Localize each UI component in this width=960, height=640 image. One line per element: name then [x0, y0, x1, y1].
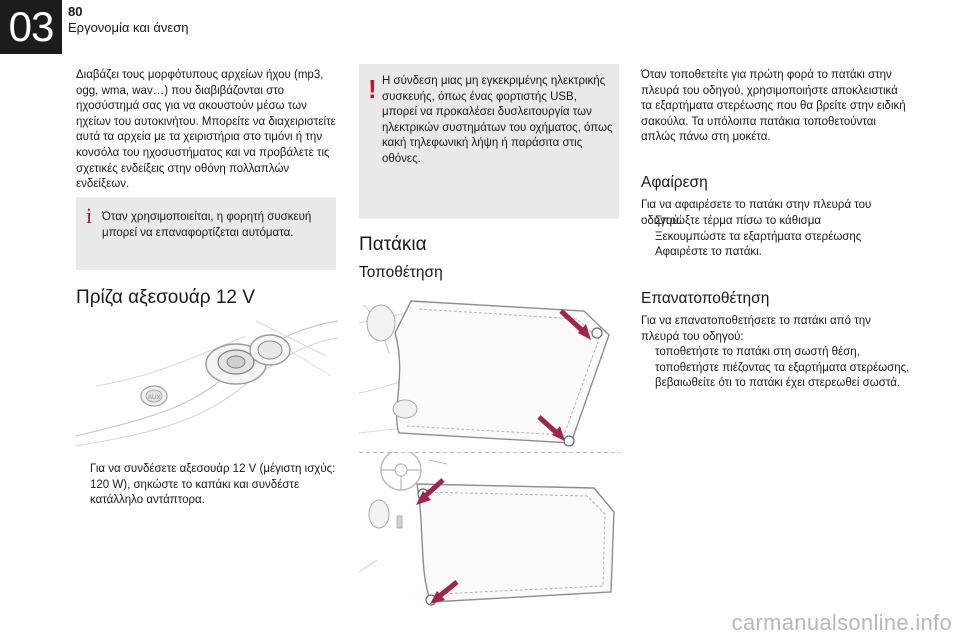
accessory-socket-illustration: AUX: [76, 316, 338, 450]
mats-intro-paragraph: Όταν τοποθετείτε για πρώτη φορά το πατάκ…: [641, 69, 906, 144]
list-item: Ξεκουμπώστε τα εξαρτήματα στερέωσης: [641, 230, 911, 246]
warning-icon: !: [368, 74, 377, 104]
removal-heading: Αφαίρεση: [641, 174, 708, 191]
refit-heading: Επανατοποθέτηση: [641, 290, 770, 307]
chapter-number: 03: [8, 3, 55, 50]
warning-text: Η σύνδεση μιας μη εγκεκριμένης ηλεκτρική…: [382, 75, 613, 165]
list-item: Για να συνδέσετε αξεσουάρ 12 V (μέγιστη …: [76, 462, 338, 509]
removal-step-text: Αφαιρέστε το πατάκι.: [655, 246, 762, 259]
bullet-arrow-icon: [641, 361, 655, 377]
list-item: βεβαιωθείτε ότι το πατάκι έχει στερεωθεί…: [641, 376, 919, 392]
aux-label: AUX: [148, 395, 160, 401]
warning-box: ! Η σύνδεση μιας μη εγκεκριμένης ηλεκτρι…: [359, 64, 619, 219]
bullet-arrow-icon: [641, 230, 655, 246]
refit-step-text: τοποθετήστε πιέζοντας τα εξαρτήματα στερ…: [655, 361, 910, 374]
fitting-subheading: Τοποθέτηση: [359, 264, 443, 281]
removal-intro: Για να αφαιρέσετε το πατάκι στην πλευρά …: [641, 199, 872, 227]
list-item: τοποθετήστε πιέζοντας τα εξαρτήματα στερ…: [641, 361, 919, 377]
usb-intro-paragraph: Διαβάζει τους μορφότυπους αρχείων ήχου (…: [76, 69, 336, 191]
info-note: Όταν χρησιμοποιείται, η φορητή συσκευή μ…: [102, 211, 312, 239]
refit-intro: Για να επανατοποθετήσετε το πατάκι από τ…: [641, 315, 871, 343]
refit-step-text: τοποθετήστε το πατάκι στη σωστή θέση,: [655, 346, 860, 358]
bullet-arrow-icon: [76, 462, 90, 509]
chapter-tab: 03: [0, 0, 62, 54]
refit-step-text: βεβαιωθείτε ότι το πατάκι έχει στερεωθεί…: [655, 377, 901, 390]
info-icon: i: [86, 203, 93, 228]
list-item: τοποθετήστε το πατάκι στη σωστή θέση,: [641, 345, 919, 361]
bullet-arrow-icon: [641, 345, 655, 361]
list-item: Αφαιρέστε το πατάκι.: [641, 245, 911, 261]
removal-steps: Σπρώξτε τέρμα πίσω το κάθισμα Ξεκουμπώστ…: [641, 214, 911, 261]
removal-step-text: Ξεκουμπώστε τα εξαρτήματα στερέωσης: [655, 230, 862, 243]
accessory-socket-heading: Πρίζα αξεσουάρ 12 V: [76, 287, 255, 308]
bullet-arrow-icon: [641, 214, 655, 230]
mat-fitting-illustration-upper: [359, 293, 620, 451]
refit-steps: τοποθετήστε το πατάκι στη σωστή θέση, το…: [641, 345, 919, 392]
socket-instruction-text: Για να συνδέσετε αξεσουάρ 12 V (μέγιστη …: [90, 463, 336, 507]
bullet-arrow-icon: [641, 376, 655, 392]
page-number: 80: [68, 4, 83, 19]
info-box: i Όταν χρησιμοποιείται, η φορητή συσκευή…: [76, 197, 336, 270]
bullet-arrow-icon: [641, 245, 655, 261]
watermark: carmanualsonline.info: [731, 610, 952, 635]
socket-instructions: Για να συνδέσετε αξεσουάρ 12 V (μέγιστη …: [76, 462, 338, 509]
list-item: Σπρώξτε τέρμα πίσω το κάθισμα: [641, 214, 911, 230]
mat-fitting-illustration-lower: [359, 452, 620, 608]
section-title: Εργονομία και άνεση: [68, 20, 189, 35]
removal-step-text: Σπρώξτε τέρμα πίσω το κάθισμα: [655, 215, 822, 227]
floor-mats-heading: Πατάκια: [359, 234, 427, 255]
